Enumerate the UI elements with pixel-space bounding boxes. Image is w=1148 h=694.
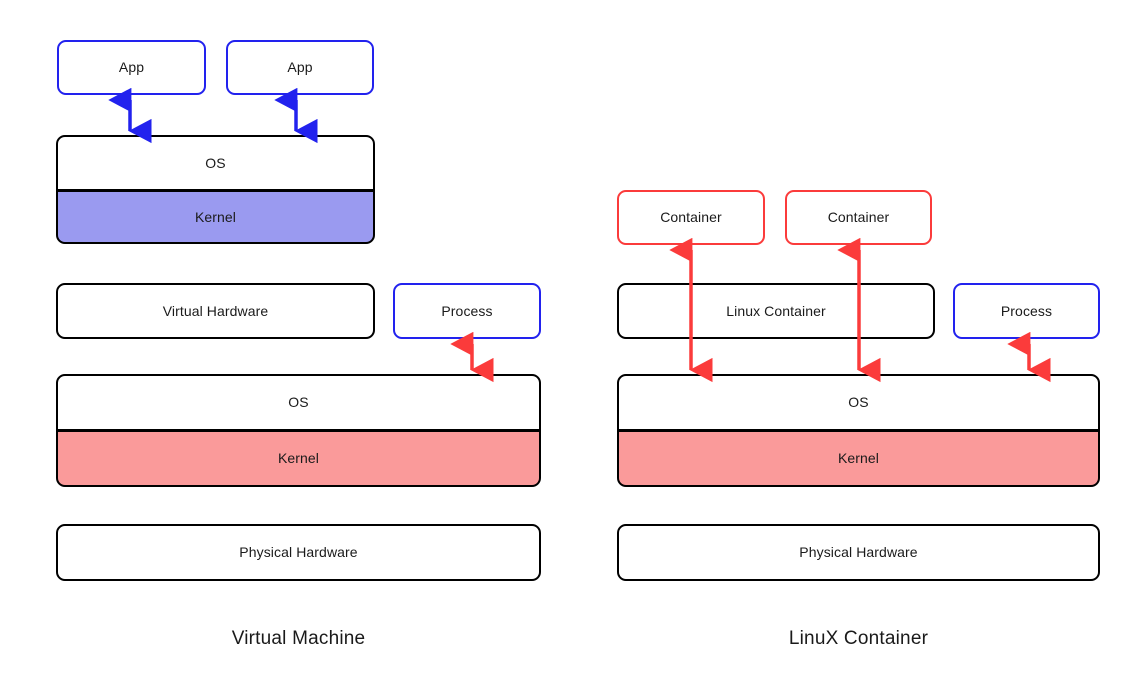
- vm-kernel-bottom-label: Kernel: [277, 450, 320, 467]
- vm-physical-hardware-box: Physical Hardware: [56, 524, 541, 581]
- lxc-linux-container-label: Linux Container: [726, 302, 826, 319]
- vm-os-bottom-box: OS: [56, 374, 541, 431]
- vm-app-left-box: App: [57, 40, 206, 95]
- lxc-container-left-label: Container: [660, 209, 722, 226]
- lxc-caption: LinuX Container: [617, 628, 1100, 650]
- vm-caption-label: Virtual Machine: [231, 628, 366, 649]
- lxc-os-box: OS: [617, 374, 1100, 431]
- lxc-process-label: Process: [1000, 302, 1053, 319]
- lxc-caption-label: LinuX Container: [788, 628, 929, 649]
- vm-os-top-label: OS: [205, 154, 226, 171]
- vm-kernel-top-label: Kernel: [194, 208, 237, 225]
- lxc-physical-hardware-box: Physical Hardware: [617, 524, 1100, 581]
- vm-process-label: Process: [441, 302, 493, 319]
- lxc-os-label: OS: [848, 394, 869, 411]
- vm-app-right-box: App: [226, 40, 374, 95]
- lxc-linux-container-box: Linux Container: [617, 283, 935, 339]
- vm-physical-hardware-label: Physical Hardware: [239, 544, 358, 561]
- lxc-container-left-box: Container: [617, 190, 765, 245]
- lxc-process-box: Process: [953, 283, 1100, 339]
- vm-os-top-box: OS: [56, 135, 375, 191]
- lxc-container-right-label: Container: [827, 209, 890, 226]
- vm-process-box: Process: [393, 283, 541, 339]
- vm-caption: Virtual Machine: [56, 628, 541, 650]
- lxc-physical-hardware-label: Physical Hardware: [799, 544, 918, 561]
- vm-os-bottom-label: OS: [288, 394, 309, 411]
- vm-kernel-bottom-box: Kernel: [56, 430, 541, 487]
- vm-app-right-label: App: [287, 59, 313, 76]
- vm-virtual-hardware-label: Virtual Hardware: [162, 302, 269, 319]
- vm-virtual-hardware-box: Virtual Hardware: [56, 283, 375, 339]
- lxc-kernel-box: Kernel: [617, 430, 1100, 487]
- vm-kernel-top-box: Kernel: [56, 190, 375, 244]
- lxc-container-right-box: Container: [785, 190, 932, 245]
- lxc-kernel-label: Kernel: [837, 450, 880, 467]
- vm-app-left-label: App: [118, 59, 145, 76]
